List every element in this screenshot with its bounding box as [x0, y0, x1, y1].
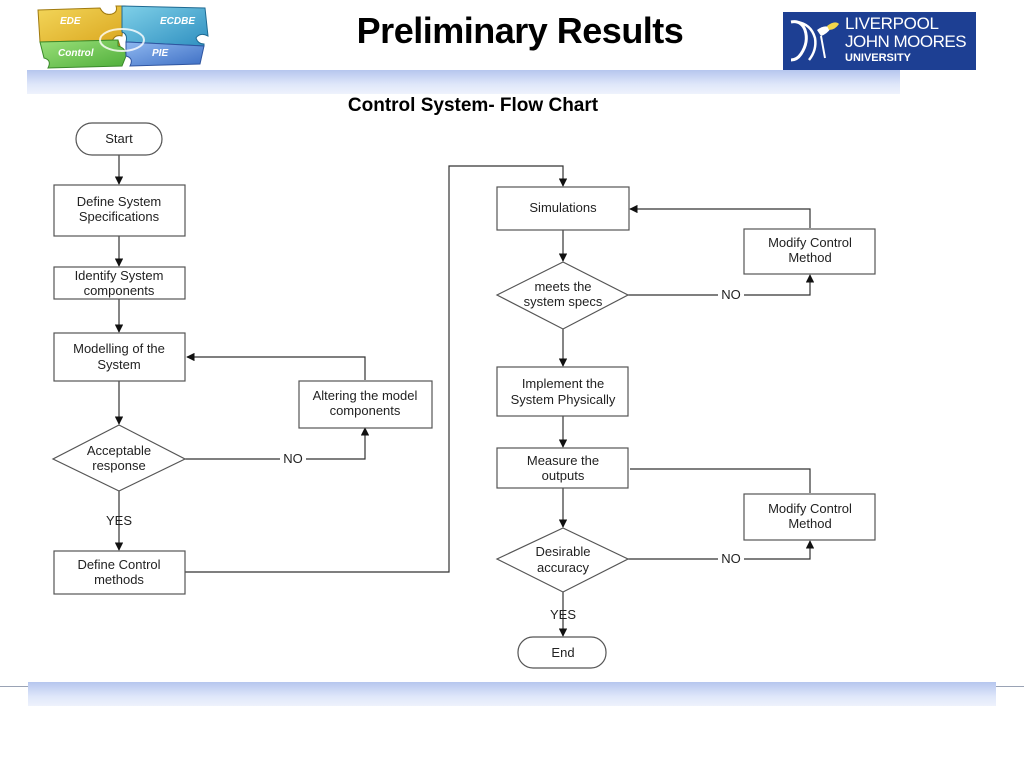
puzzle-piece-label: EDE: [60, 16, 81, 27]
puzzle-piece-label: ECDBE: [160, 16, 195, 27]
chart-title: Control System- Flow Chart: [347, 95, 599, 116]
identify-components-box: [53, 266, 186, 300]
altering-model-label: components: [330, 403, 401, 418]
desirable-accuracy-label: accuracy: [537, 560, 590, 575]
acceptable-response-label: Acceptable: [87, 443, 151, 458]
measure-outputs-box: [496, 447, 629, 489]
start-terminal: [75, 122, 163, 156]
simulations-label: Simulations: [529, 200, 597, 215]
modify-control-label-1: Method: [788, 250, 831, 265]
no-label-2: NO: [721, 287, 741, 302]
slide-title: Preliminary Results: [356, 10, 684, 51]
modelling-label: Modelling of the: [73, 341, 165, 356]
define-specs-label: Specifications: [79, 209, 160, 224]
define-specs-label: Define System: [77, 194, 162, 209]
connectors: [114, 155, 815, 637]
implement-label: Implement the: [522, 376, 604, 391]
identify-components-label: components: [84, 283, 155, 298]
desirable-accuracy-label: Desirable: [536, 544, 591, 559]
define-control-label: methods: [94, 572, 144, 587]
define-control-label: Define Control: [77, 557, 160, 572]
measure-outputs-label: outputs: [542, 468, 585, 483]
meets-specs-label: system specs: [524, 294, 603, 309]
acceptable-response-decision: [51, 424, 187, 492]
desirable-accuracy-decision: [495, 527, 630, 593]
modify-control-label-2: Modify Control: [768, 501, 852, 516]
footer-divider-left: [0, 686, 28, 687]
no-label-1: NO: [283, 451, 303, 466]
measure-outputs-label: Measure the: [527, 453, 599, 468]
yes-label-1: YES: [106, 513, 132, 528]
arrow-define-control-to-simulations: [185, 165, 568, 573]
footer-divider-right: [996, 686, 1024, 687]
university-logo: LIVERPOOL JOHN MOORES UNIVERSITY: [783, 12, 976, 70]
modelling-label: System: [97, 357, 140, 372]
arrow-desirable-no-to-modify: [628, 540, 815, 560]
end-label: End: [551, 645, 574, 660]
implement-label: System Physically: [511, 392, 616, 407]
yes-label-2: YES: [550, 607, 576, 622]
end-terminal: [517, 636, 607, 669]
acceptable-response-label: response: [92, 458, 145, 473]
modify-control-label-1: Modify Control: [768, 235, 852, 250]
modify-control-box-1: [743, 228, 876, 275]
arrow-modify-to-simulations: [629, 204, 811, 228]
no-label-3: NO: [721, 551, 741, 566]
altering-model-box: [298, 380, 433, 429]
university-name-line1: LIVERPOOL: [845, 14, 939, 33]
arrow-acceptable-no-to-altering: [185, 427, 370, 460]
liver-bird-crest-icon: [790, 20, 839, 62]
implement-box: [496, 366, 629, 417]
meets-specs-decision: [495, 261, 630, 330]
puzzle-piece-label: Control: [58, 48, 94, 59]
simulations-box: [496, 186, 630, 231]
line-modify-to-measure: [630, 468, 811, 493]
university-name-line2: JOHN MOORES: [845, 32, 967, 51]
modify-control-box-2: [743, 493, 876, 541]
identify-components-label: Identify System: [75, 268, 164, 283]
altering-model-label: Altering the model: [313, 388, 418, 403]
modelling-box: [53, 332, 186, 382]
define-specs-box: [53, 184, 186, 237]
define-control-box: [53, 550, 186, 595]
start-label: Start: [105, 131, 133, 146]
arrow-altering-to-modelling: [186, 352, 366, 380]
arrow-meets-specs-no-to-modify: [628, 274, 815, 296]
footer-band: [28, 682, 996, 706]
puzzle-pieces-logo: EDE ECDBE Control PIE: [30, 2, 215, 70]
meets-specs-label: meets the: [534, 279, 591, 294]
puzzle-piece-label: PIE: [152, 48, 168, 59]
university-name-line3: UNIVERSITY: [845, 52, 912, 64]
puzzle-pieces-icon: EDE ECDBE Control PIE: [37, 5, 209, 69]
modify-control-label-2: Method: [788, 516, 831, 531]
header-band: [27, 70, 900, 94]
